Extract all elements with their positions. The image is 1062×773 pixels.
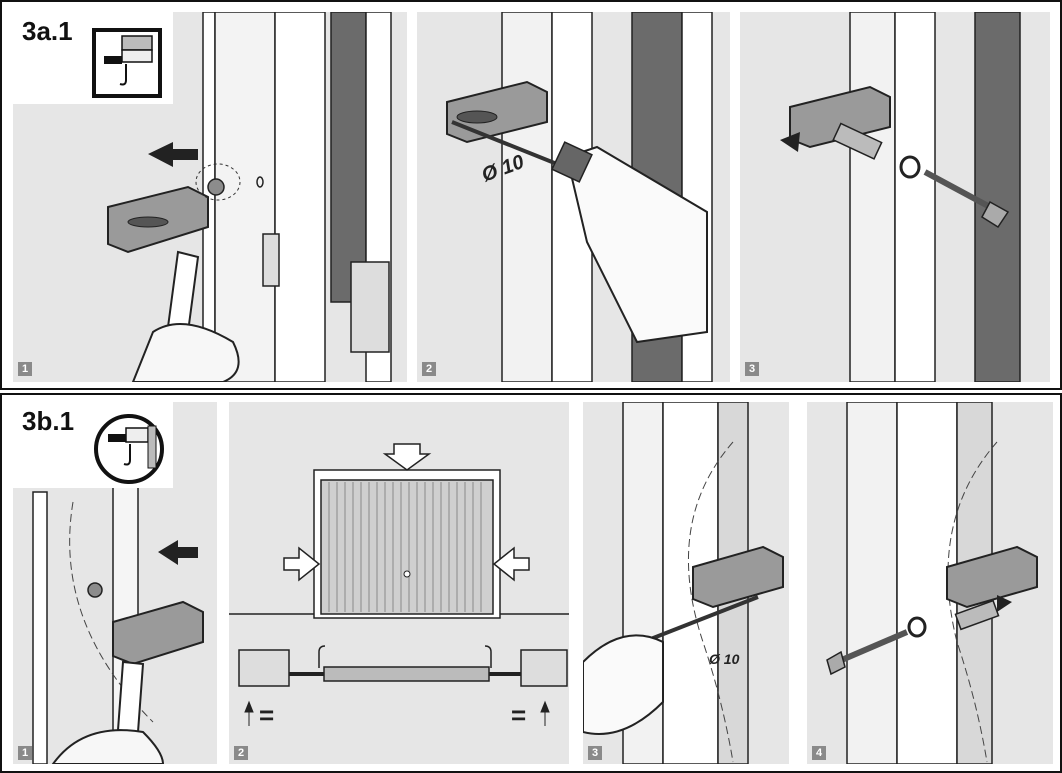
panel-b3-illustration: Ø 10 <box>583 402 789 764</box>
section-b-title: 3b.1 <box>16 404 80 439</box>
panel-b4-illustration <box>807 402 1053 764</box>
mounting-type-a-icon <box>92 28 162 98</box>
panel-a2-illustration: Ø 10 <box>417 12 730 382</box>
section-a-title: 3a.1 <box>16 14 79 49</box>
step-number-a2: 2 <box>422 362 436 376</box>
step-number-b2: 2 <box>234 746 248 760</box>
equal-distance-left-label: = <box>259 700 274 730</box>
panel-a3: 3 <box>740 12 1050 382</box>
step-number-a1: 1 <box>18 362 32 376</box>
panel-a3-illustration <box>740 12 1050 382</box>
drill-diameter-label-b: Ø 10 <box>709 651 740 667</box>
panel-a2: Ø 10 2 <box>417 12 730 382</box>
step-number-b4: 4 <box>812 746 826 760</box>
panel-b2: = = 2 <box>229 402 569 764</box>
panel-b4: 4 <box>807 402 1053 764</box>
equal-distance-right-label: = <box>511 700 526 730</box>
panel-b2-illustration: = = <box>229 402 569 764</box>
step-number-a3: 3 <box>745 362 759 376</box>
panel-b3: Ø 10 3 <box>583 402 789 764</box>
mounting-type-b-icon <box>92 412 166 486</box>
step-number-b3: 3 <box>588 746 602 760</box>
step-number-b1: 1 <box>18 746 32 760</box>
